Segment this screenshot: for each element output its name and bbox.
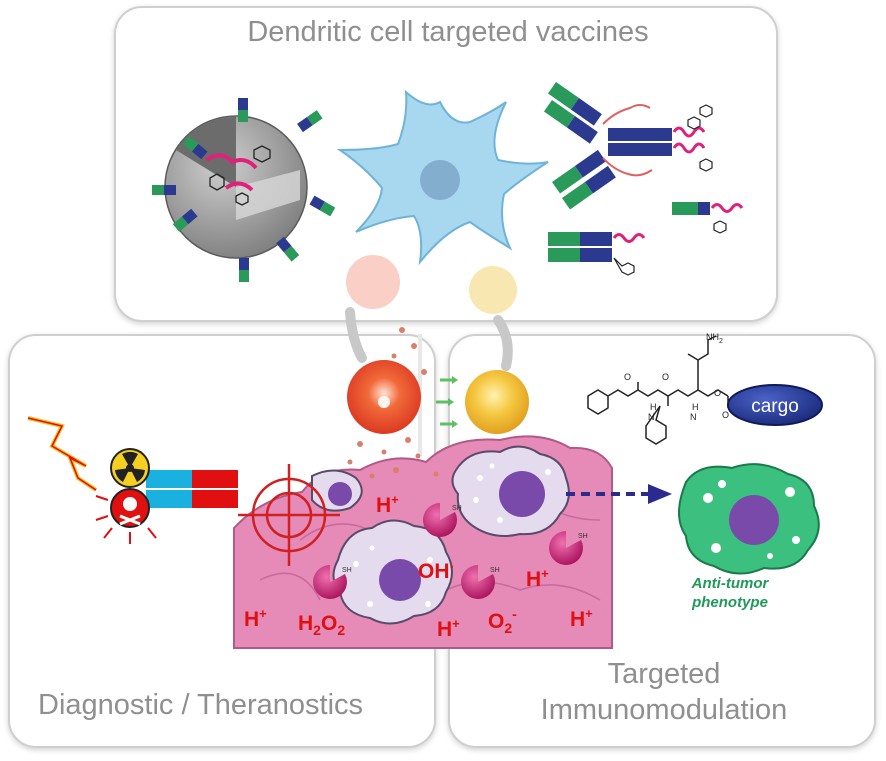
svg-text:H: H bbox=[650, 402, 657, 412]
thiol-particle bbox=[549, 531, 583, 565]
amine-label: NH2 bbox=[706, 332, 723, 345]
emission-rays bbox=[95, 495, 157, 544]
svg-text:N: N bbox=[648, 412, 655, 422]
diagnostic-title: Diagnostic / Theranostics bbox=[38, 689, 364, 721]
immunomodulation-title-line2: Immunomodulation bbox=[540, 693, 788, 726]
proton-label: H+ bbox=[244, 606, 267, 631]
immunomodulation-title-line1: Targeted bbox=[607, 657, 721, 690]
cargo-label: cargo bbox=[751, 396, 799, 417]
dc-vaccine-title: Dendritic cell targeted vaccines bbox=[247, 16, 649, 48]
phenotype-arrowhead bbox=[648, 484, 672, 504]
proton-label: H+ bbox=[376, 492, 399, 517]
yellow-immune-cell bbox=[465, 370, 529, 434]
thiol-label: SH bbox=[452, 505, 462, 512]
cargo-conjugate: OHN HN OOO NH2 cargo bbox=[587, 332, 823, 445]
faded-yellow-cell bbox=[469, 266, 517, 314]
faded-red-cell bbox=[346, 255, 400, 309]
antibody-cluster bbox=[543, 82, 744, 276]
thiol-particle bbox=[313, 565, 348, 599]
svg-text:O: O bbox=[624, 372, 631, 382]
svg-text:O: O bbox=[714, 388, 721, 398]
migration-arrow bbox=[345, 307, 367, 363]
anti-tumor-macrophage bbox=[678, 463, 820, 575]
thiol-particle bbox=[423, 503, 458, 537]
migration-arrow bbox=[493, 315, 513, 371]
phenotype-line2: phenotype bbox=[692, 594, 768, 611]
svg-text:H: H bbox=[692, 402, 699, 412]
thiol-particle bbox=[461, 565, 496, 599]
antibody-blue-segment bbox=[146, 470, 192, 488]
surface-antibodies bbox=[152, 98, 336, 282]
cytokine-dots bbox=[347, 327, 439, 479]
svg-text:O: O bbox=[662, 372, 669, 382]
phenotype-line1: Anti-tumor bbox=[691, 575, 769, 592]
antibody-red-segment bbox=[192, 470, 238, 488]
target-crosshair-icon bbox=[238, 464, 340, 566]
proton-label: H+ bbox=[437, 616, 460, 641]
immunomodulation-title: Targeted Immunomodulation bbox=[450, 656, 878, 729]
thiol-particles bbox=[313, 503, 583, 599]
proton-label: H+ bbox=[526, 566, 549, 591]
diagnostic-probe bbox=[27, 416, 238, 544]
thiol-label: SH bbox=[490, 567, 500, 574]
superoxide-label: O2- bbox=[488, 606, 517, 636]
red-cell-highlight bbox=[378, 396, 390, 408]
green-signal-arrows bbox=[436, 376, 458, 428]
cargo-bubble bbox=[727, 384, 823, 426]
anti-tumor-phenotype-label: Anti-tumor phenotype bbox=[670, 574, 790, 612]
peroxide-label: H2O2 bbox=[298, 612, 345, 638]
thiol-label: SH bbox=[578, 533, 588, 540]
svg-text:O: O bbox=[722, 410, 729, 420]
proton-label: H+ bbox=[570, 606, 593, 631]
macrophage-top bbox=[451, 445, 570, 537]
nanoparticle bbox=[152, 98, 336, 282]
dendritic-cell bbox=[336, 89, 549, 266]
macrophage-bottom bbox=[332, 519, 453, 625]
thiol-label: SH bbox=[342, 567, 352, 574]
hydroxyl-label: OH· bbox=[418, 559, 455, 583]
macrophage-partial bbox=[311, 469, 363, 512]
svg-text:N: N bbox=[690, 412, 697, 422]
